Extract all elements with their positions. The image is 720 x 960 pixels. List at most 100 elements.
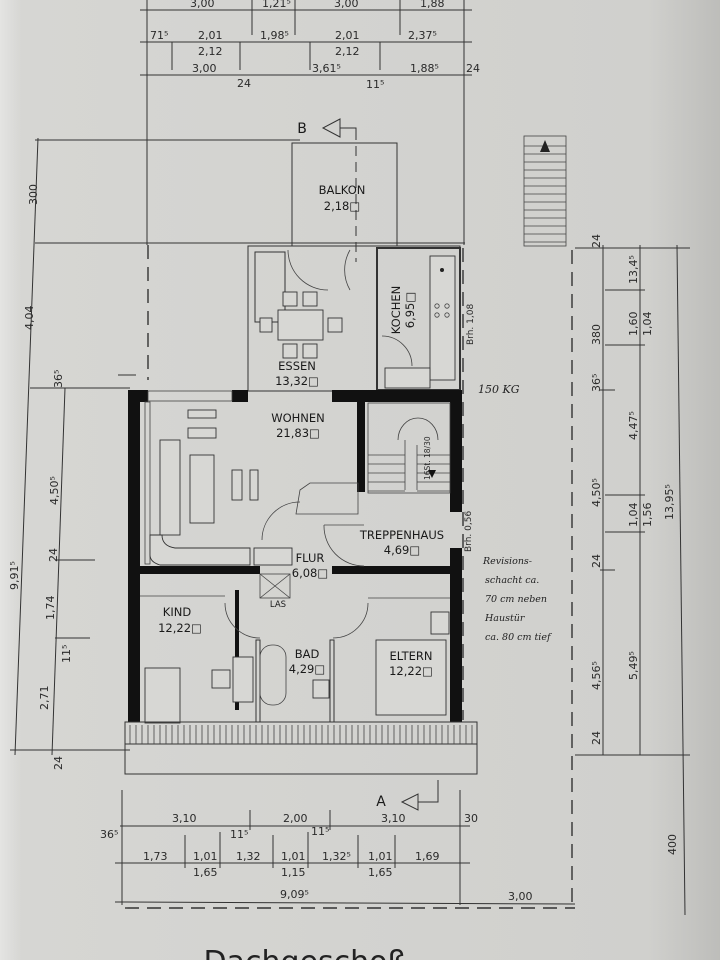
dim-label: 13,4⁵ [627,255,640,284]
dim-label: 71⁵ [150,29,168,42]
sill-height-stair: Brh. 0,56 [464,511,474,552]
staircase [261,402,451,567]
room-area-eltern: 12,22□ [389,664,433,678]
dim-label: 1,56 [641,503,654,528]
dim-label: 13,95⁵ [663,484,676,520]
dim-label: 36⁵ [590,374,603,392]
dim-label: 300 [27,184,40,205]
dim-label: 3,00 [190,0,215,10]
room-label-eltern: ELTERN [390,649,433,663]
stair-spec: 16St. 18/30 [423,436,432,480]
dim-label: 4,04 [23,306,36,331]
dim-label: 11⁵ [311,825,329,838]
dining-table [259,291,343,359]
dim-label: 24 [466,62,480,75]
dim-label: 24 [590,731,603,745]
dim-label: 2,71 [38,686,51,711]
plan-title: Dachgeschoß [204,945,407,960]
room-label-wohnen: WOHNEN [271,411,325,425]
dim-label: 3,10 [172,812,197,825]
dim-label: 30 [464,812,478,825]
dim-label: 1,98⁵ [260,29,289,42]
room-label-kochen: KOCHEN [389,286,403,335]
dim-label: 1,01 [193,850,218,863]
dim-label: 1,74 [44,596,57,621]
dim-label: 4,56⁵ [590,661,603,690]
dim-label: 1,88 [420,0,445,10]
dim-label: 1,32⁵ [322,850,351,863]
room-area-kochen: 6,95□ [403,292,417,328]
room-label-bad: BAD [295,647,320,661]
balcony-railing [124,721,478,775]
dim-label: 9,09⁵ [280,888,309,901]
dim-label: 1,65 [193,866,218,879]
dim-label: 24 [52,756,65,770]
room-area-essen: 13,32□ [275,374,319,388]
roof-outline [118,245,575,909]
room-area-flur: 6,08□ [292,566,328,580]
dim-label: 1,01 [281,850,306,863]
handwritten-kg: 150 KG [478,383,520,396]
dim-label: 3,00 [508,890,533,903]
dim-label: 1,32 [236,850,261,863]
exterior-walls [128,390,462,722]
dim-label: 2,01 [198,29,223,42]
dim-label: 3,61⁵ [312,62,341,75]
dim-label: 36⁵ [100,828,118,841]
note-line: schacht ca. [485,575,539,586]
dim-label: 2,37⁵ [408,29,437,42]
dim-label: 3,00 [192,62,217,75]
dim-label: 1,88⁵ [410,62,439,75]
room-label-essen: ESSEN [278,359,316,373]
room-area-kind: 12,22□ [158,621,202,635]
dim-label: 24 [47,548,60,562]
dim-label: 1,73 [143,850,168,863]
dim-label: 2,12 [198,45,223,58]
living-furniture [149,409,293,566]
dim-label: 1,65 [368,866,393,879]
room-label-flur: FLUR [296,551,325,565]
sill-height-kitchen: Brh. 1,08 [466,304,476,345]
dim-label: 1,01 [368,850,393,863]
dim-label: 4,50⁵ [48,476,61,505]
dim-label: 1,04 [627,503,640,528]
dim-label: 4,47⁵ [627,411,640,440]
dim-label: 24 [590,554,603,568]
room-area-treppenhaus: 4,69□ [384,543,420,557]
dim-label: 3,10 [381,812,406,825]
room-area-wohnen: 21,83□ [276,426,320,440]
note-line: ca. 80 cm tief [485,632,552,643]
dim-label: 4,50⁵ [590,478,603,507]
label-las: LAS [270,600,286,610]
left-dimensions: 300 4,04 9,91⁵ 36⁵ 4,50⁵ 24 1,74 11⁵ 2,7… [8,137,465,770]
dim-label: 1,04 [641,312,654,337]
handwritten-note: Revisions- schacht ca. 70 cm neben Haust… [482,556,552,643]
dim-label: 400 [666,834,679,855]
room-label-kind: KIND [163,605,192,619]
dim-label: 24 [590,234,603,248]
dim-label: 11⁵ [60,645,73,663]
room-label-treppenhaus: TREPPENHAUS [359,528,444,542]
dim-label: 3,00 [334,0,359,10]
dim-label: 9,91⁵ [8,561,21,590]
dim-label: 1,69 [415,850,440,863]
room-area-bad: 4,29□ [289,662,325,676]
note-line: 70 cm neben [485,594,547,605]
section-marker-b: B [297,121,307,137]
dim-label: 11⁵ [366,78,384,91]
dim-label: 24 [237,77,251,90]
dim-label: 11⁵ [230,828,248,841]
top-dimensions: 3,00 1,21⁵ 3,00 1,88 71⁵ 2,01 2,12 1,98⁵… [140,0,480,245]
dim-label: 1,60 [627,312,640,337]
dim-label: 1,21⁵ [262,0,291,10]
dim-label: 380 [590,324,603,345]
dim-label: 1,15 [281,866,306,879]
right-dimensions: 24 380 36⁵ 4,50⁵ 24 4,56⁵ 24 13,4⁵ 1,60 … [575,234,690,916]
dim-label: 36⁵ [52,370,65,388]
lower-rooms [140,573,450,724]
section-marker-a: A [376,794,386,810]
dim-label: 2,12 [335,45,360,58]
dim-label: 2,01 [335,29,360,42]
external-stair [523,135,567,247]
